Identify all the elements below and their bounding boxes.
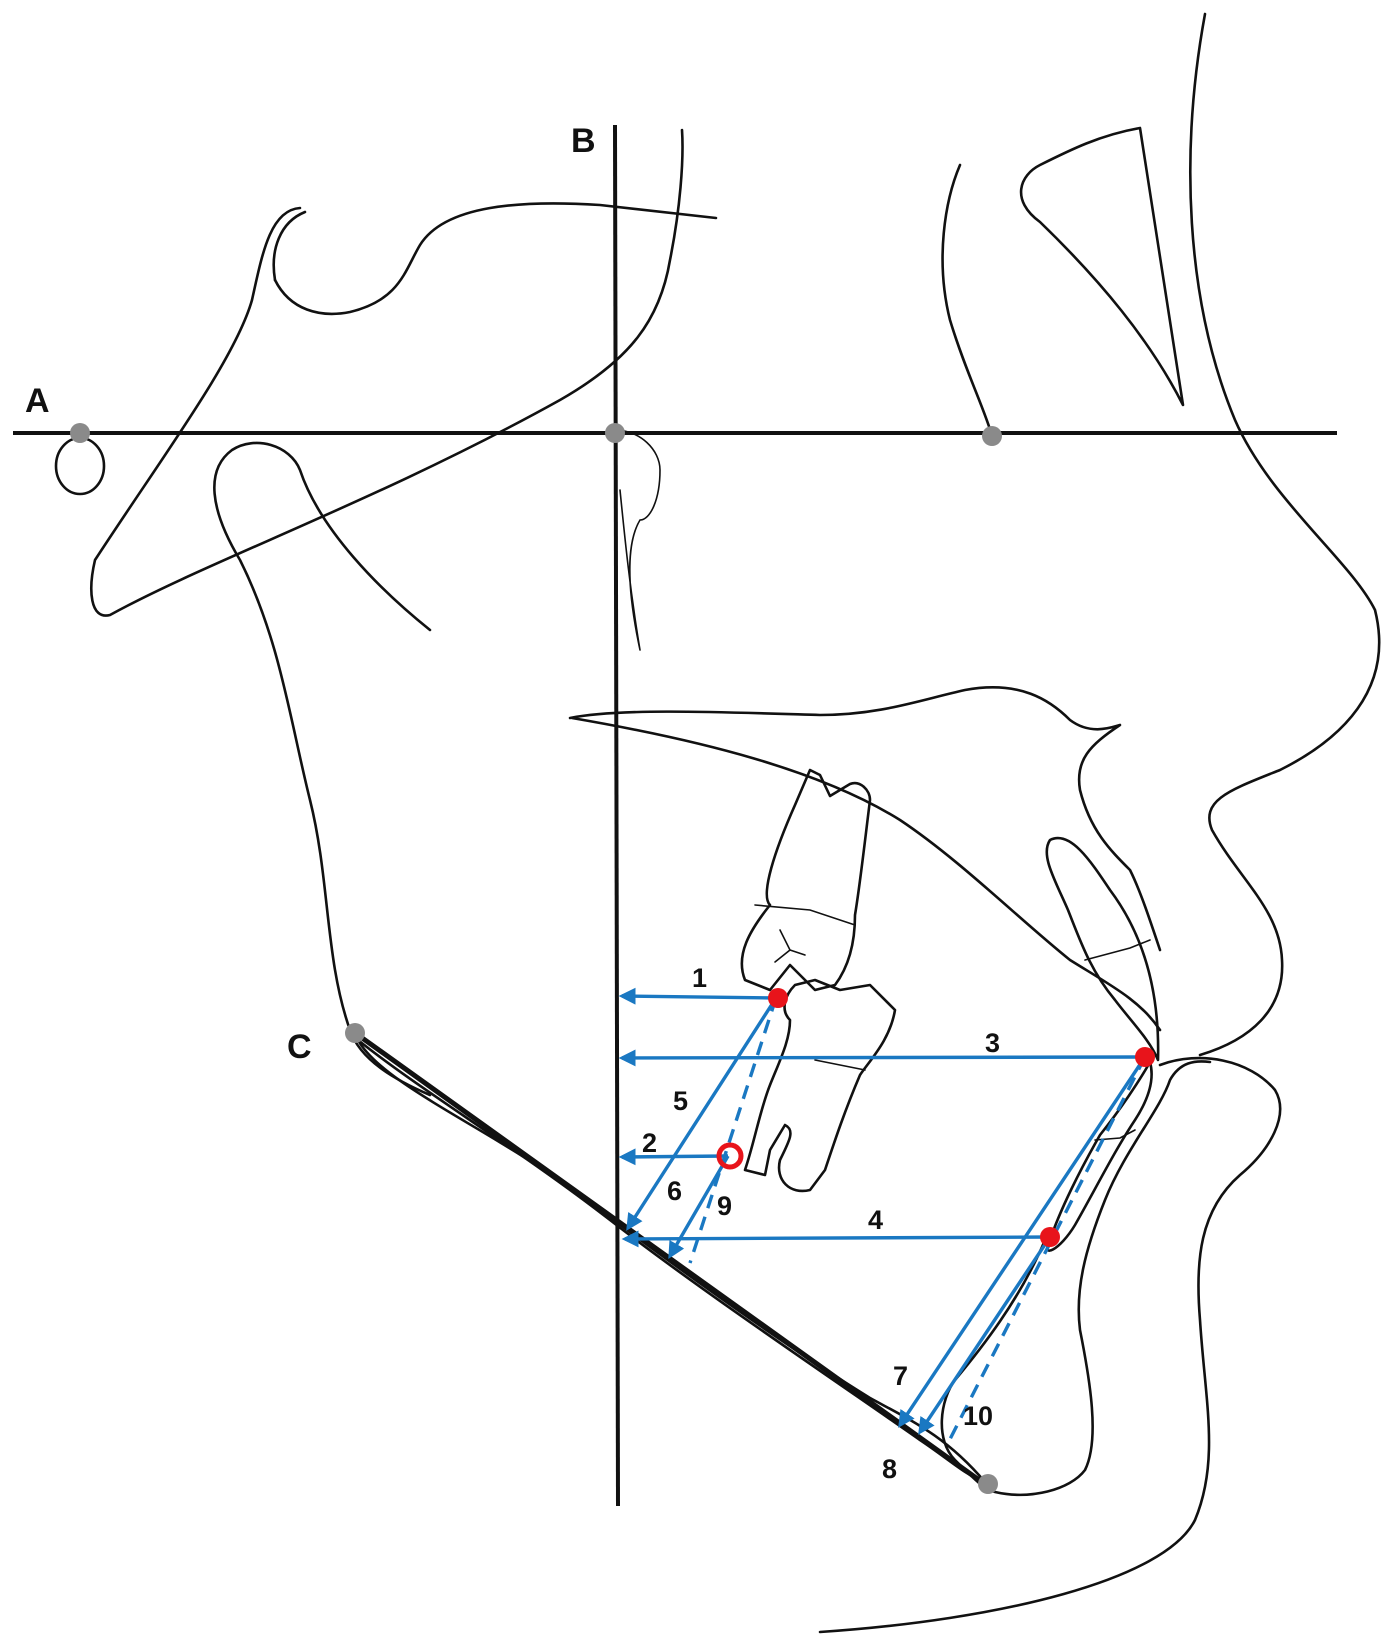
lower-molar-landmark bbox=[716, 1142, 744, 1170]
measurement-9-dashed bbox=[688, 997, 778, 1264]
upper-molar-landmark bbox=[768, 988, 788, 1008]
lower-incisor bbox=[1046, 1060, 1153, 1252]
label-c: C bbox=[287, 1028, 312, 1066]
lower-molar-crown bbox=[743, 978, 897, 1193]
orbital-rim bbox=[941, 163, 994, 438]
upper-molar-crown bbox=[740, 768, 872, 992]
forehead-profile bbox=[1189, 12, 1381, 1057]
maxilla bbox=[568, 686, 1162, 1062]
upper-molar-fissure bbox=[774, 929, 806, 963]
reference-point-b bbox=[605, 423, 625, 443]
mandibular-symphysis bbox=[818, 1056, 1282, 1634]
mandibular-plane-line bbox=[355, 1032, 989, 1488]
cranial-base-contour bbox=[90, 128, 684, 617]
upper-incisor-landmark bbox=[1135, 1047, 1155, 1067]
nasal-bone bbox=[1019, 126, 1185, 407]
skull-outline bbox=[54, 12, 1381, 1097]
measurement-2-label: 2 bbox=[642, 1128, 657, 1158]
upper-incisor-cej bbox=[1084, 939, 1151, 961]
ear-rod-ring bbox=[54, 436, 106, 496]
lower-molar-cej bbox=[814, 1059, 866, 1071]
measurement-9-label: 9 bbox=[717, 1191, 732, 1221]
measurement-7-arrow bbox=[898, 1056, 1147, 1428]
lower-molar bbox=[743, 978, 897, 1193]
orbitale-point bbox=[982, 426, 1002, 446]
measurement-3-arrow bbox=[618, 1049, 1146, 1067]
condyle-ramus bbox=[213, 441, 432, 1097]
measurement-7-label: 7 bbox=[893, 1361, 908, 1391]
upper-molar-cej bbox=[754, 904, 856, 926]
palate-lower-edge bbox=[570, 716, 1162, 1032]
upper-molar bbox=[740, 768, 872, 992]
measurement-1-arrow bbox=[618, 987, 777, 1005]
measurement-3-label: 3 bbox=[985, 1028, 1000, 1058]
lower-incisor-landmark bbox=[1040, 1227, 1060, 1247]
measurement-10-label: 10 bbox=[963, 1401, 993, 1431]
label-b: B bbox=[571, 122, 596, 160]
measurement-8-label: 8 bbox=[882, 1454, 897, 1484]
soft-tissue-lower-lip-chin bbox=[818, 1056, 1282, 1634]
measurement-4-label: 4 bbox=[868, 1205, 883, 1235]
measurement-1-label: 1 bbox=[692, 963, 707, 993]
gonion-point bbox=[345, 1023, 365, 1043]
measurement-4-arrow bbox=[621, 1230, 1051, 1248]
measurement-5-label: 5 bbox=[673, 1086, 688, 1116]
measurement-8-arrow bbox=[918, 1236, 1052, 1435]
menton-point bbox=[978, 1474, 998, 1494]
upper-incisor bbox=[1045, 836, 1160, 1062]
measurement-arrows bbox=[618, 987, 1147, 1446]
measurement-10-dashed bbox=[945, 1056, 1147, 1446]
label-a: A bbox=[25, 382, 50, 420]
measurement-6-label: 6 bbox=[667, 1176, 682, 1206]
sella-contour bbox=[273, 202, 718, 316]
palatal-plane-outline bbox=[568, 686, 1162, 952]
measurement-6-arrow bbox=[668, 1155, 730, 1259]
pterygomaxillary-fissure bbox=[614, 429, 661, 651]
porion-point bbox=[70, 423, 90, 443]
measurement-5-arrow bbox=[626, 997, 778, 1231]
vertical-reference-line bbox=[613, 124, 620, 1507]
cranial-base-hook bbox=[272, 210, 307, 282]
